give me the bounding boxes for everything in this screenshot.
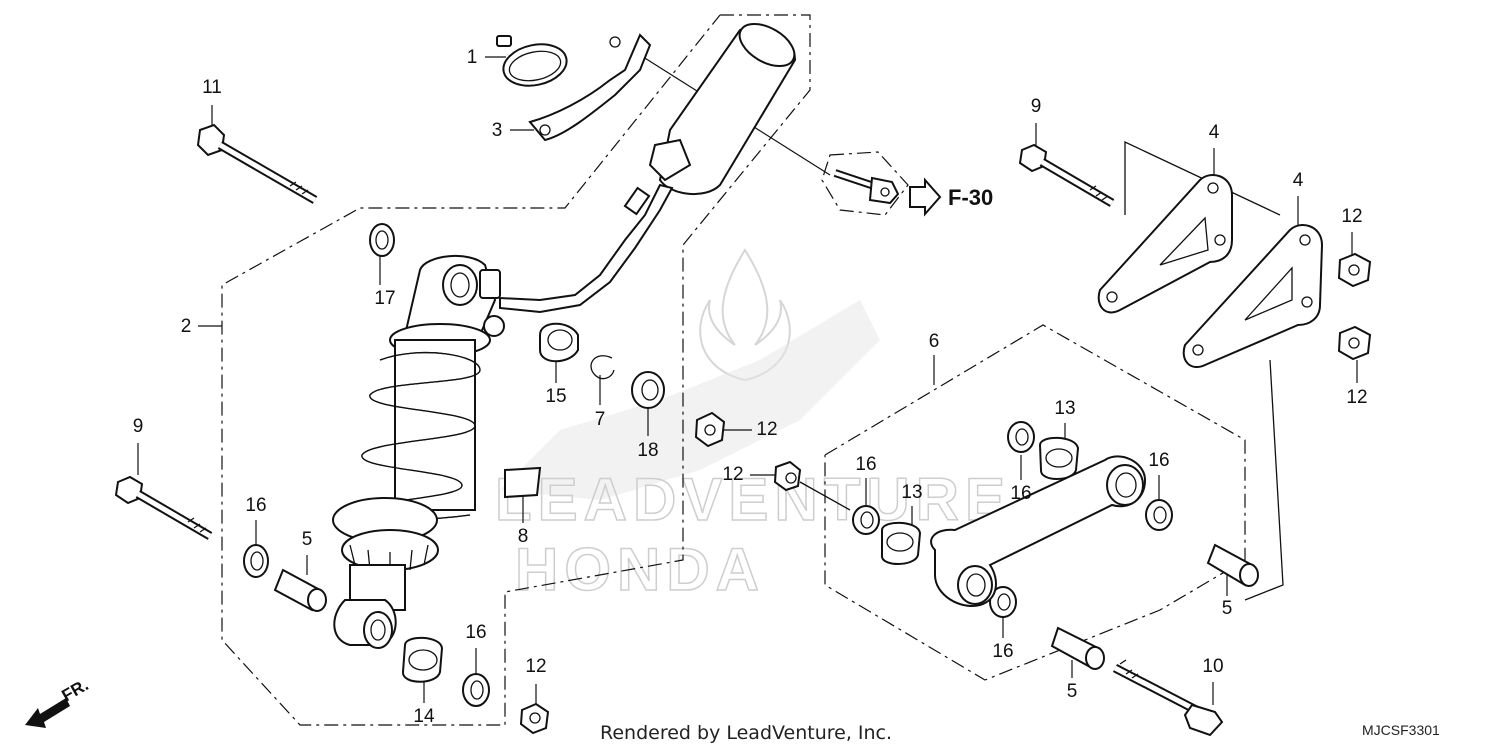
part-12-nut-c (519, 702, 550, 735)
callout-10-c10: 10 (1202, 656, 1223, 677)
callout-15-c15: 15 (545, 386, 566, 407)
callout-14-c14: 14 (413, 706, 435, 727)
callout-12-c12d: 12 (1341, 206, 1362, 227)
callout-16-c16e: 16 (1148, 450, 1169, 471)
part-12-nut-a (694, 411, 726, 448)
part-10-bolt (1112, 659, 1224, 737)
callout-9-c9a: 9 (133, 416, 144, 437)
watermark: LEADVENTURE HONDA (494, 248, 1011, 604)
part-12-nut-b (773, 460, 851, 511)
part-4-plate-a (1097, 174, 1233, 314)
callout-13-c13b: 13 (901, 482, 922, 503)
leader-lines (137, 54, 1358, 705)
callout-9-c9b: 9 (1031, 96, 1042, 117)
callout-11-c11: 11 (202, 77, 222, 98)
callout-labels: 1311217157181212891651416129441212613161… (133, 47, 1368, 727)
part-8-label (504, 466, 542, 499)
watermark-flame-icon (699, 248, 791, 382)
part-15-bushing (539, 322, 579, 363)
part-4-plate-b (1182, 224, 1324, 368)
reference-label[interactable]: F-30 (948, 185, 993, 210)
callout-12-c12c: 12 (525, 656, 546, 677)
callout-16-c16b: 16 (465, 622, 486, 643)
parts (114, 22, 1372, 737)
callout-16-c16d: 16 (1010, 483, 1031, 504)
front-arrow-icon (25, 698, 70, 728)
part-14-bearing (401, 636, 444, 683)
ref-bolt (833, 169, 900, 205)
part-13-bearing-b (881, 521, 922, 565)
callout-3-c3: 3 (492, 120, 503, 141)
part-18-seal (631, 371, 665, 409)
reference-arrow-icon (909, 177, 942, 217)
part-1-clamp (496, 35, 568, 87)
callout-5-c5a: 5 (302, 529, 313, 550)
callout-16-c16a: 16 (245, 495, 266, 516)
footer-credit: Rendered by LeadVenture, Inc. (600, 722, 892, 744)
direction-indicator: FR. (25, 675, 92, 728)
shock-absorber (332, 254, 505, 649)
part-11-bolt (196, 123, 318, 204)
callout-12-c12a: 12 (756, 419, 777, 440)
part-17-seal (369, 223, 395, 257)
callout-17-c17: 17 (374, 288, 395, 309)
callout-12-c12e: 12 (1346, 387, 1367, 408)
watermark-text: LEADVENTURE (495, 466, 1011, 533)
part-9-bolt-left (114, 475, 213, 540)
callout-16-c16f: 16 (992, 641, 1013, 662)
callout-12-c12b: 12 (722, 464, 743, 485)
callout-7-c7: 7 (595, 409, 606, 430)
callout-4-c4b: 4 (1293, 170, 1304, 191)
callout-16-c16c: 16 (855, 454, 876, 475)
callout-2-c2: 2 (181, 316, 192, 337)
part-12-nut-d (1337, 252, 1372, 288)
part-7-circlip (590, 355, 615, 380)
callout-5-c5c: 5 (1067, 681, 1078, 702)
callout-4-c4a: 4 (1209, 122, 1220, 143)
callout-1-c1: 1 (467, 47, 478, 68)
reference-link[interactable]: F-30 (909, 177, 993, 217)
callout-5-c5b: 5 (1222, 598, 1233, 619)
callout-13-c13a: 13 (1054, 398, 1075, 419)
watermark-wing-icon (500, 300, 880, 500)
part-13-bearing-a (1038, 436, 1080, 480)
part-9-bolt-right (1018, 143, 1115, 207)
part-16-seals (243, 421, 1173, 707)
part-6-link (930, 455, 1147, 607)
diagram-code: MJCSF3301 (1362, 722, 1440, 738)
callout-18-c18: 18 (637, 440, 658, 461)
shock-reservoir (499, 22, 797, 314)
link-assembly-outline (824, 324, 1246, 681)
plate-guide-lines-2 (1244, 359, 1284, 601)
bolt-ref-outline (821, 151, 909, 216)
shock-assembly-outline (221, 14, 811, 726)
callout-6-c6: 6 (929, 331, 940, 352)
watermark-brand: HONDA (515, 536, 765, 603)
part-5-collars (273, 543, 1259, 670)
part-3-bracket (528, 33, 652, 142)
part-12-nut-e (1337, 325, 1372, 361)
callout-8-c8: 8 (518, 526, 529, 547)
